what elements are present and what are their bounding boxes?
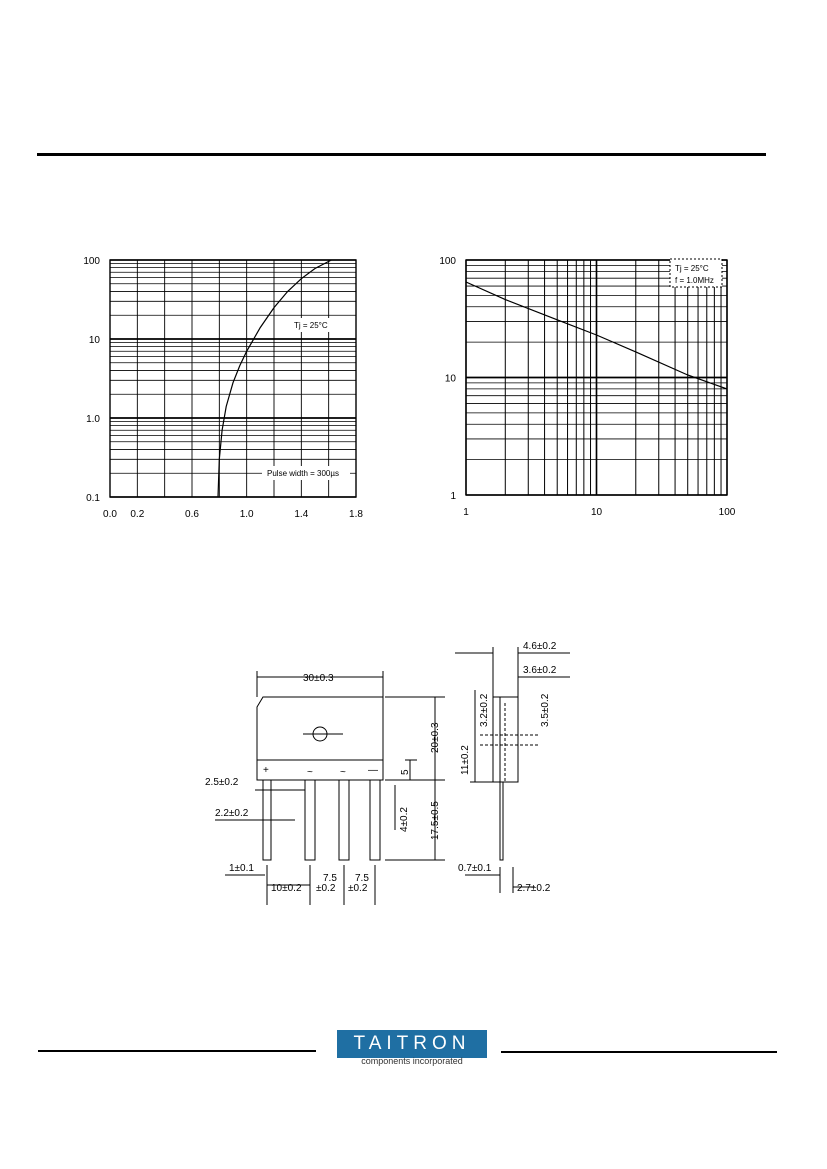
x-tick-label: 10	[591, 507, 603, 518]
chart-forward-characteristics: 100 10 1.0 0.10.0 0.2 0.6 1.0 1.4 1.8 Tj = 25°C P…	[83, 256, 363, 520]
annotation-box	[262, 466, 350, 480]
side-tab	[492, 696, 501, 783]
chart-annotation: f = 1.0MHz	[675, 276, 714, 285]
dim-body-height: 20±0.3	[430, 722, 441, 753]
body-lower	[256, 759, 384, 781]
dim-lead-tip: 1±0.1	[229, 863, 254, 874]
chart-junction-capacitance: 100 10 11 10 100 Tj = 25°C f = 1.0MHz	[439, 256, 736, 518]
x-tick-label: 1	[463, 507, 469, 518]
lead-3	[338, 779, 350, 861]
plot-frame	[109, 259, 357, 498]
pin-label-minus: —	[368, 765, 378, 776]
x-tick-label: 0.2	[130, 509, 144, 520]
dim-side-offset: 2.7±0.2	[517, 883, 551, 894]
x-tick-label: 0.6	[185, 509, 199, 520]
dim-side-lead: 0.7±0.1	[458, 863, 492, 874]
x-tick-label: 1.4	[294, 509, 308, 520]
lead-4	[369, 779, 381, 861]
dim-pitch3-top: 7.5	[355, 873, 369, 884]
y-tick-label: 100	[83, 256, 100, 267]
chart-annotation: Tj = 25°C	[294, 321, 328, 330]
pin-label-ac2: ~	[340, 767, 346, 778]
header-rule	[37, 153, 766, 156]
dim-lead-width2: 2.2±0.2	[215, 808, 249, 819]
y-tick-label: 1.0	[86, 414, 100, 425]
data-series-line	[217, 259, 332, 498]
dim-pitch3-bottom: ±0.2	[348, 883, 368, 894]
footer-rule-right	[501, 1051, 777, 1053]
dim-side-hole2: 3.5±0.2	[540, 693, 551, 727]
pin-label-plus: +	[263, 765, 269, 776]
x-tick-label: 1.0	[240, 509, 254, 520]
dim-pitch2-bottom: ±0.2	[316, 883, 336, 894]
plot-frame	[465, 259, 728, 496]
side-lead	[499, 781, 504, 861]
y-tick-label: 1	[450, 491, 456, 502]
y-tick-label: 10	[89, 335, 101, 346]
y-tick-label: 10	[445, 374, 457, 385]
dim-pitch2-top: 7.5	[323, 873, 337, 884]
footer-rule-left	[38, 1050, 316, 1052]
dim-step: 5	[400, 769, 411, 775]
data-series-line	[465, 281, 728, 390]
dim-side-inner: 3.6±0.2	[523, 665, 557, 676]
annotation-box	[669, 258, 723, 288]
dim-pitch1: 10±0.2	[271, 883, 302, 894]
dim-width: 30±0.3	[303, 673, 334, 684]
taitron-logo-tagline: components incorporated	[361, 1056, 463, 1066]
x-tick-label: 1.8	[349, 509, 363, 520]
pin-label-ac1: ~	[307, 767, 313, 778]
dim-side-thickness: 4.6±0.2	[523, 641, 557, 652]
dim-side-height: 11±0.2	[460, 745, 471, 775]
taitron-logo: TAITRON	[337, 1030, 487, 1058]
chart-annotation: Pulse width = 300µs	[267, 469, 339, 478]
annotation-box	[290, 318, 352, 332]
x-tick-label: 100	[719, 507, 736, 518]
chart-annotation: Tj = 25°C	[675, 264, 709, 273]
lead-2	[304, 779, 316, 861]
package-outline-drawing: 30±0.3 20±0.3 5 17.5±0.5 4±0.2 2.5±0.2 2…	[195, 635, 575, 935]
dim-lead-width: 2.5±0.2	[205, 777, 239, 788]
y-tick-label: 100	[439, 256, 456, 267]
dim-side-hole: 3.2±0.2	[479, 693, 490, 727]
dim-lead-step: 4±0.2	[399, 807, 410, 832]
dim-lead-length: 17.5±0.5	[430, 801, 441, 840]
x-tick-label: 0.0	[103, 509, 117, 520]
y-tick-label: 0.1	[86, 493, 100, 504]
